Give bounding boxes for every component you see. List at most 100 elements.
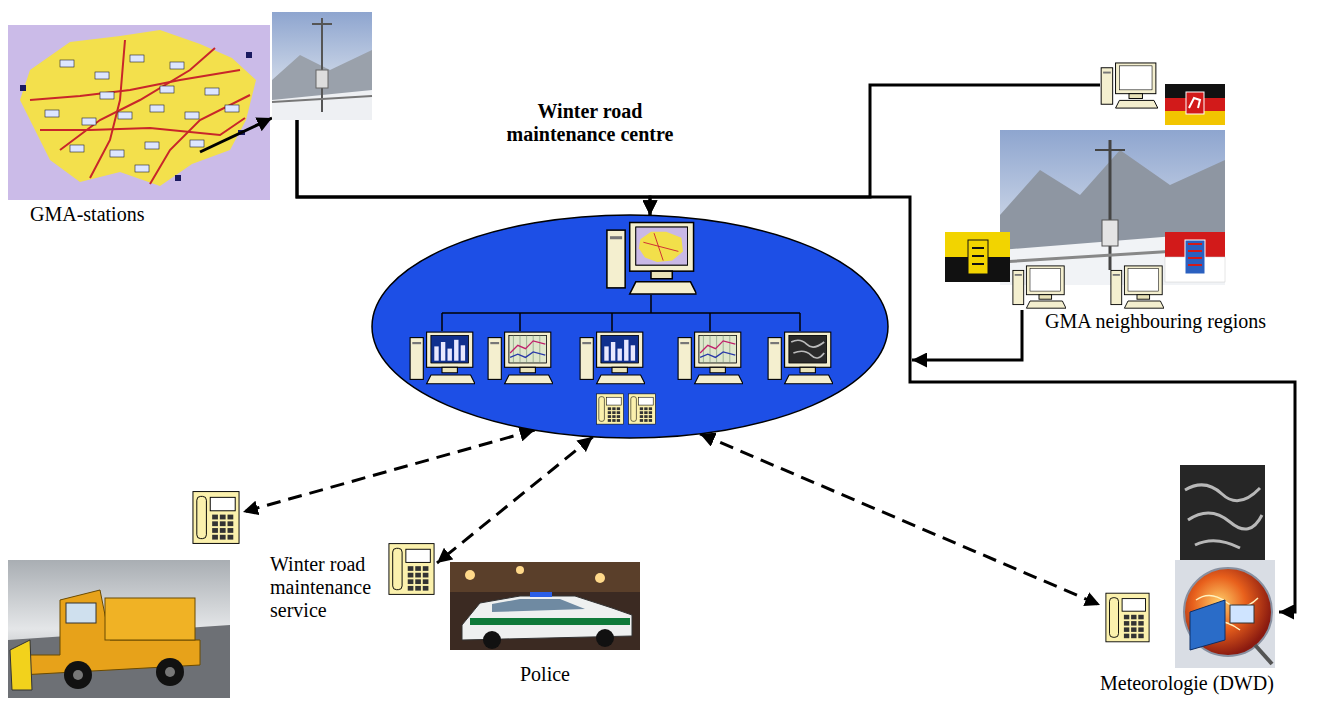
neighbour-region-pictures-part [1013,266,1066,308]
station-map-part-part [190,140,204,147]
police-car-photo-part [596,629,614,647]
centre-ellipse-part [607,223,697,294]
weather-service-pictures-part [1255,645,1272,664]
centre-title: Winter road maintenance centre [485,100,695,146]
neighbour-region-pictures-part [1095,149,1125,151]
neighbour-region-pictures-part [1102,220,1118,246]
station-map-part-part [100,92,114,99]
gritting-truck-photo-part [156,658,184,686]
police-car-photo-part [530,592,552,597]
centre-ellipse-part [372,215,888,438]
neighbour-region-pictures-part [1109,140,1112,270]
data-link [297,120,1295,612]
weather-group: Meteorologie (DWD) [1095,462,1325,702]
centre-ellipse-part-part [650,295,652,313]
hesse-flag-part [1188,244,1202,265]
gritting-truck-photo-part [8,560,230,698]
police-car-photo [450,562,640,650]
station-map-part [30,40,250,184]
phone-link [700,434,1100,605]
station-map-part-part [150,105,164,112]
gritting-truck-photo [8,560,230,698]
group-caption: GMA-stations [30,203,144,226]
hesse-flag [1165,232,1225,282]
station-map-part-part [118,112,132,119]
station-map-part-part [246,52,252,58]
phone-link-line [700,434,1100,605]
centre-ellipse-part-part [799,313,801,331]
weather-service-pictures-part [1230,605,1254,623]
station-group: GMA-stations [8,12,373,237]
lower-saxony-flag-part [1186,92,1204,114]
phone-link [437,437,593,563]
station-map-part-part [145,142,159,149]
station-photo-part [272,96,372,102]
station-map-part-part [70,145,84,152]
police-car-photo-part [465,570,475,580]
gritting-truck-photo-part [64,661,92,689]
station-map-part-part [160,86,174,93]
station-map [8,25,272,200]
group-caption: GMA neighbouring regions [1045,310,1266,333]
station-map-part-part [30,70,240,100]
centre-ellipse-part-part [709,313,711,331]
station-photo [272,12,372,120]
police-car-photo-part [516,566,524,574]
station-map-part [8,25,270,200]
saxony-anhalt-flag-part [968,240,988,274]
neighbour-group: GMA neighbouring regions [940,60,1325,345]
station-map-part-part [175,175,181,181]
phone-icon [193,492,239,544]
data-line [297,120,1295,612]
weather-service-pictures-part [1190,600,1225,650]
service-group: Winter road maintenance service [8,485,388,700]
police-car-photo-part [450,562,640,592]
station-map-part-part [135,165,149,172]
police-car-photo-part [483,631,501,649]
weather-service-pictures [1175,465,1275,668]
station-map-part-part [20,85,26,91]
centre-ellipse-part [678,332,743,384]
phone-link-line [243,430,535,512]
station-map-part-part [82,118,96,125]
saxony-anhalt-flag-part [972,248,984,264]
gritting-truck-photo-part [165,667,175,677]
phone-link-line [437,437,593,563]
station-map-part-part [205,88,219,95]
police-car-photo-part [595,573,605,583]
neighbour-region-pictures-part [1111,266,1164,308]
station-map-part-part [45,110,59,117]
gritting-truck-photo-part [66,603,96,623]
police-car-photo-part [470,618,630,625]
centre-ellipse-part [629,394,656,424]
station-photo-part [312,23,332,25]
station-map-part-part [130,55,144,62]
station-map-part [20,30,256,186]
station-map-part-part [225,105,239,112]
neighbour-region-pictures-part [1101,63,1158,108]
gritting-truck-photo-part [73,670,83,680]
police-car-photo-part [450,562,640,650]
group-caption: Winter road maintenance service [270,553,390,622]
station-photo-part [316,70,328,88]
police-car-photo-part [492,599,585,612]
station-map-part-part [90,40,125,178]
lower-saxony-flag-part [1189,98,1200,108]
neighbour-region-pictures [945,63,1225,308]
centre-ellipse-node: Winter road maintenance centre [370,213,890,440]
station-map-part-part [185,112,199,119]
neighbour-region-pictures-part [1000,130,1225,285]
station-map-part [20,52,252,181]
group-caption: Meteorologie (DWD) [1100,672,1274,695]
station-map-part-part [60,48,215,150]
saxony-anhalt-flag [945,232,1010,282]
centre-ellipse-part-part [611,313,613,331]
station-map-part-part [110,150,124,157]
gritting-truck-photo-part [10,640,32,690]
weather-service-pictures-part [1184,568,1272,656]
centre-ellipse-part [580,332,645,384]
weather-service-pictures-part [1185,485,1262,548]
centre-ellipse-part-part [441,313,443,331]
weather-service-pictures-part [1180,465,1265,560]
